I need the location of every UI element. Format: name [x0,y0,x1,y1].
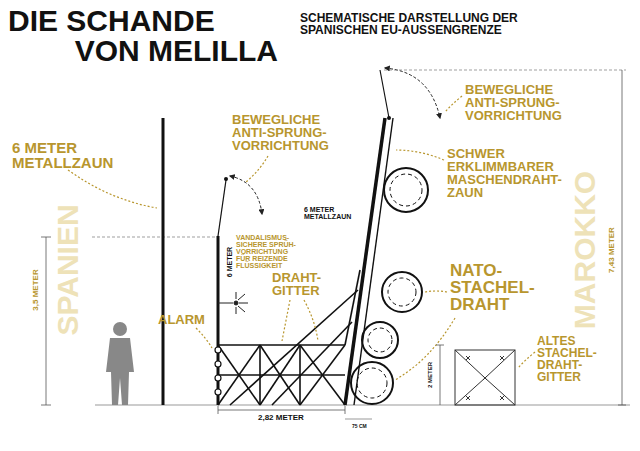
anti-jump-arm [380,70,389,118]
device-label: BEWEGLICHE ANTI-SPRUNG- VORRICHTUNG [465,83,577,122]
hinge [387,116,391,120]
dimension-label: 2,82 METER [258,414,304,422]
dimension-tick [41,237,51,238]
grid-label: DRAHT- GITTER [272,271,328,297]
dimension-tick [218,406,219,414]
dimension-line [622,70,623,405]
dimension-tick [618,405,626,406]
leader-line [304,300,318,341]
dimension-label: 2 METER [427,362,433,388]
person-silhouette [106,322,134,405]
leader-line [445,96,462,112]
fence-label: SCHWER ERKLIMMBARER MASCHENDRAHT- ZAUN [447,147,571,199]
dimension-label: 75 CM [352,424,367,429]
page-title: DIE SCHANDE VON MELILLA [8,6,278,66]
height-guide [92,237,216,238]
leader-line [518,352,535,368]
leader-line [282,300,290,341]
dimension-line [218,410,345,411]
dimension-tick [436,345,444,346]
device-label: BEWEGLICHE ANTI-SPRUNG- VORRICHTUNG [232,113,338,152]
leader-line [68,170,157,208]
fence-label: 6 METER METALLZAUN [304,206,358,220]
leader-line [425,291,447,292]
dimension-label: 7,43 METER [608,227,616,273]
anti-jump-arm [218,180,226,236]
dimension-label: 3,5 METER [32,269,40,310]
alarm-label: ALARM [158,313,205,326]
razor-wire-coil [351,168,428,404]
alarm-sensor [215,347,221,395]
grid-label: ALTES STACHEL- DRAHT- GITTER [537,335,609,383]
tilted-fence [345,118,385,405]
country-name: MAROKKO [570,171,600,329]
leader-line [196,328,212,348]
razor-wire-label: NATO- STACHEL- DRAHT [450,262,542,313]
fence-label: 6 METER METALLZAUN [12,140,108,170]
dimension-tick [41,405,51,406]
subtitle: SCHEMATISCHE DARSTELLUNG DER SPANISCHEN … [300,12,550,36]
leader-line [246,156,268,182]
ground-line [95,405,630,406]
sprinkler-label: VANDALISMUS- SICHERE SPRÜH- VORRICHTUNG … [236,234,302,269]
swing-arc [385,68,440,118]
leader-line [396,150,444,160]
dimension-line [46,237,47,405]
old-barbed-wire-grid [455,350,515,405]
hinge [224,177,228,181]
wire-grid [218,270,360,405]
dimension-line [440,345,441,405]
dimension-label: 6 METER [226,247,233,277]
metal-fence [162,118,165,405]
dimension-tick [345,406,346,414]
country-name: SPANIEN [53,204,83,335]
sprinkler-icon [218,292,248,314]
height-guide [384,70,626,71]
leader-line [395,318,455,380]
dimension-line [345,419,372,420]
